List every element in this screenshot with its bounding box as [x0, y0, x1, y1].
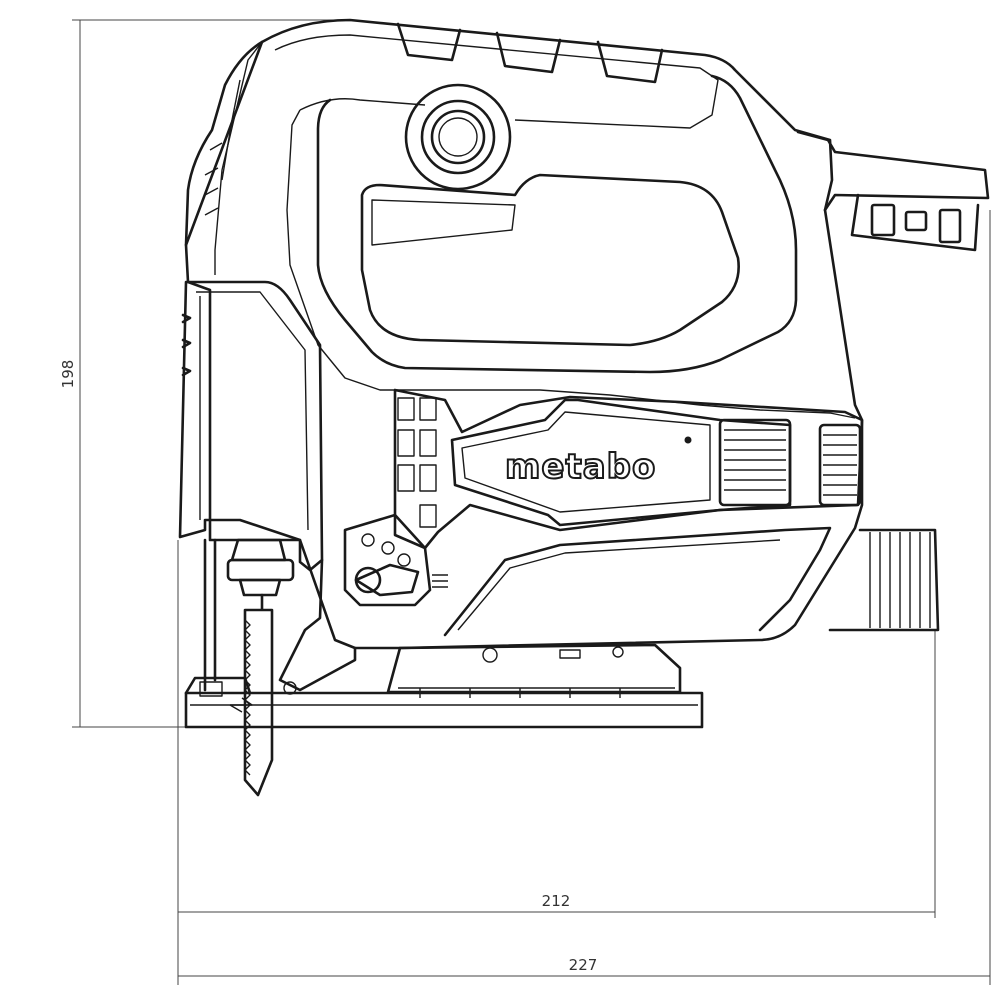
outer-width-dimension: 227: [178, 210, 991, 985]
shoe-plate: [184, 691, 704, 729]
side-badge: metabo: [393, 388, 864, 550]
guard-notch-3: [181, 366, 192, 377]
saw-blade-assembly: [203, 538, 297, 797]
lower-body: [278, 513, 832, 692]
top-vent-3: [596, 40, 664, 84]
guard-notch-2: [181, 338, 192, 349]
cable-connector: [796, 130, 990, 252]
orbital-selector: [343, 513, 432, 607]
inner-width-dimension: 212: [177, 540, 936, 985]
height-dimension: 198: [59, 19, 340, 728]
saw-blade: [243, 593, 274, 797]
guard-notch-1: [181, 313, 192, 324]
height-dimension-label: 198: [59, 360, 77, 389]
logo-dot: [684, 436, 692, 444]
top-vent-1: [396, 22, 462, 62]
handle-opening: [316, 74, 798, 374]
housing: [184, 18, 864, 650]
outer-width-dimension-label: 227: [569, 956, 598, 974]
dust-extraction-port: [828, 528, 940, 632]
front-guard: [178, 40, 324, 572]
inner-width-dimension-label: 212: [542, 892, 571, 910]
rear-vent-left: [718, 418, 792, 507]
metabo-logo-text: metabo: [505, 447, 656, 487]
top-vent-2: [495, 31, 562, 74]
base-plate: [184, 643, 704, 729]
rear-vent-right: [818, 423, 862, 507]
speed-dial-knob: [404, 83, 512, 191]
